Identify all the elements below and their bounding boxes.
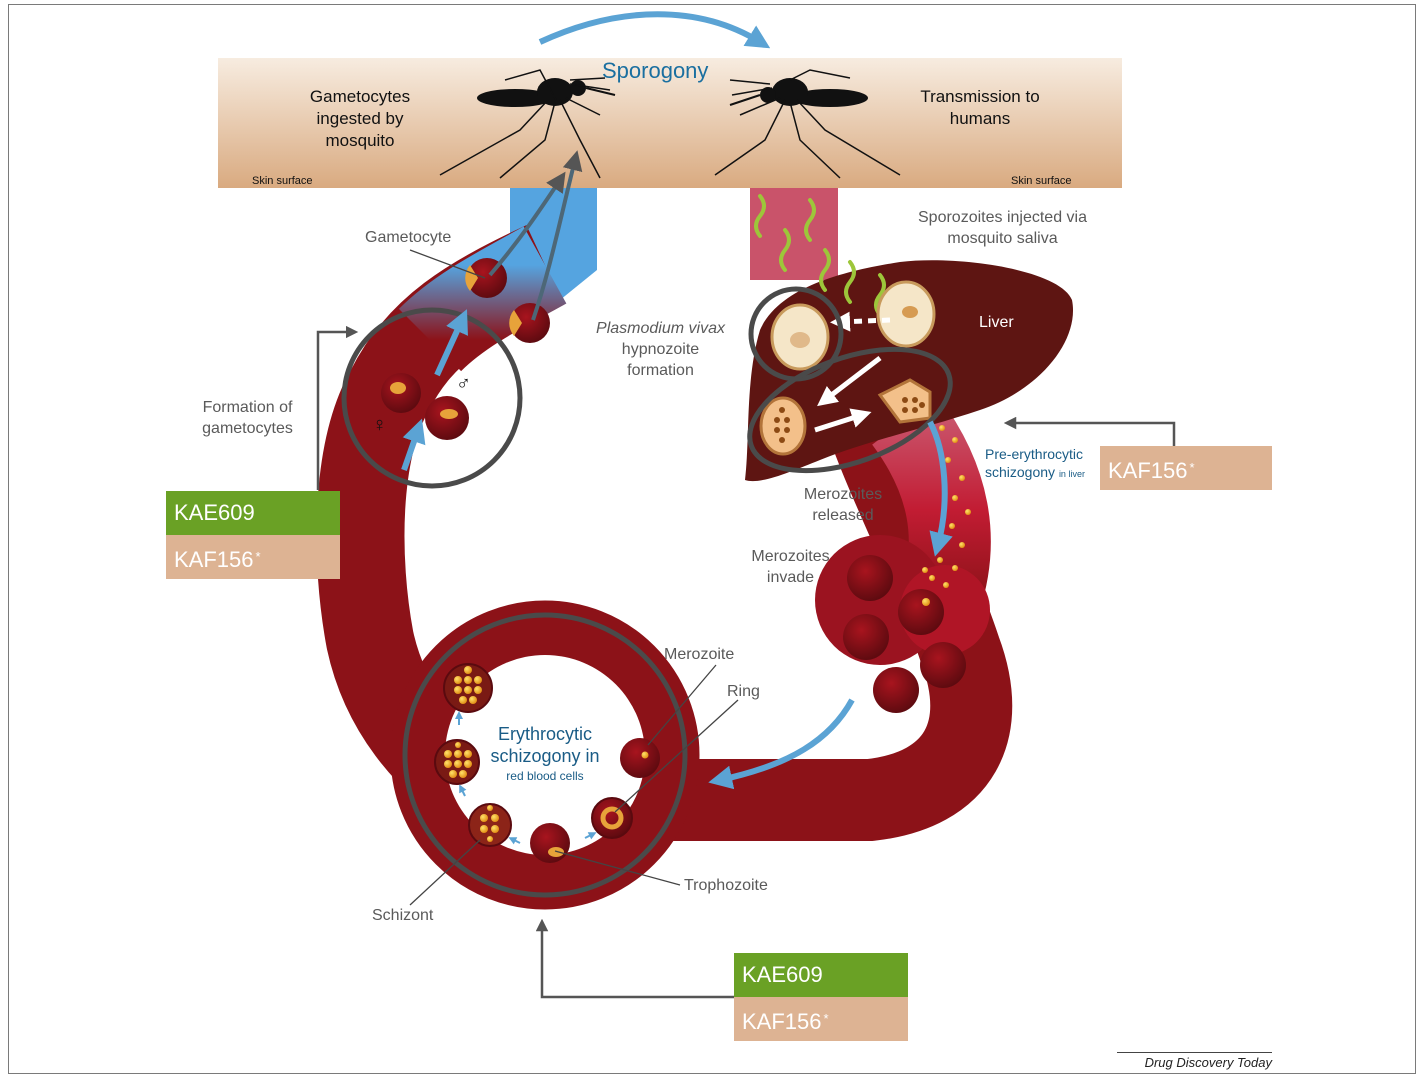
sporogony-label: Sporogony <box>602 58 708 84</box>
male-symbol: ♂ <box>456 374 471 395</box>
gametocyte-label: Gametocyte <box>365 227 451 248</box>
red-blood-cells-text: red blood cells <box>470 767 620 785</box>
asterisk: * <box>256 549 261 564</box>
hepatocyte-schizont-left <box>761 398 805 454</box>
merozoites-invade-line-2: invade <box>738 567 843 588</box>
bursting-schizont-cell <box>444 664 492 712</box>
transmission-line-1: Transmission to <box>905 86 1055 108</box>
transmission-label: Transmission to humans <box>905 86 1055 130</box>
trophozoite-cell <box>530 823 570 863</box>
ingested-label: Gametocytes ingested by mosquito <box>290 86 430 152</box>
female-gametocyte <box>381 373 421 413</box>
formation-label: Formation of gametocytes <box>185 397 310 439</box>
male-gametocyte <box>425 396 469 440</box>
drug-left-kaf156: KAF156* <box>166 535 340 579</box>
drug-left-kae609-text: KAE609 <box>174 500 255 525</box>
liver-label: Liver <box>979 312 1014 333</box>
merozoite-label: Merozoite <box>664 644 734 665</box>
erythrocytic-line-2: schizogony in <box>470 745 620 767</box>
sporozoites-label: Sporozoites injected via mosquito saliva <box>895 207 1110 249</box>
hypnozoite-line-2: formation <box>588 360 733 381</box>
transmission-line-2: humans <box>905 108 1055 130</box>
asterisk: * <box>824 1011 829 1026</box>
ingested-line-3: mosquito <box>290 130 430 152</box>
pre-erythrocytic-label: Pre-erythrocytic schizogony in liver <box>985 445 1085 483</box>
skin-surface-left: Skin surface <box>252 171 313 192</box>
ingested-line-2: ingested by <box>290 108 430 130</box>
merozoites-invade-label: Merozoites invade <box>738 546 843 588</box>
asterisk: * <box>1190 460 1195 475</box>
drug-right-kaf156-text: KAF156 <box>1108 458 1188 483</box>
ring-cell <box>592 798 632 838</box>
sporozoites-line-2: mosquito saliva <box>895 228 1110 249</box>
sporozoites-line-1: Sporozoites injected via <box>895 207 1110 228</box>
ingested-line-1: Gametocytes <box>290 86 430 108</box>
journal-footer: Drug Discovery Today <box>1117 1052 1272 1070</box>
schizont-label: Schizont <box>372 905 433 926</box>
merozoite-cell <box>620 738 660 778</box>
formation-line-2: gametocytes <box>185 418 310 439</box>
hypnozoite-line-1: hypnozoite <box>588 339 733 360</box>
schizont-cell <box>469 804 511 846</box>
drug-bottom-kae609: KAE609 <box>734 953 908 997</box>
hepatocyte-sporozoite <box>878 282 934 346</box>
erythrocytic-label: Erythrocytic schizogony in red blood cel… <box>470 723 620 785</box>
merozoites-released-label: Merozoites released <box>788 484 898 526</box>
hypnozoite-label: Plasmodium vivax hypnozoite formation <box>588 318 733 381</box>
drug-left-kaf156-text: KAF156 <box>174 547 254 572</box>
merozoites-released-line-2: released <box>788 505 898 526</box>
skin-surface-right: Skin surface <box>1011 171 1072 192</box>
drug-right-kaf156: KAF156* <box>1100 446 1272 490</box>
hepatocyte-hypnozoite <box>772 305 828 369</box>
drug-bottom-kae609-text: KAE609 <box>742 962 823 987</box>
formation-line-1: Formation of <box>185 397 310 418</box>
drug-bottom-kaf156: KAF156* <box>734 997 908 1041</box>
pre-ery-small: in liver <box>1059 469 1085 479</box>
female-symbol: ♀ <box>372 415 387 436</box>
pre-ery-line-2: schizogony <box>985 464 1055 480</box>
trophozoite-label: Trophozoite <box>684 875 768 896</box>
plasmodium-vivax-text: Plasmodium vivax <box>588 318 733 339</box>
drug-bottom-kaf156-text: KAF156 <box>742 1009 822 1034</box>
erythrocytic-line-1: Erythrocytic <box>470 723 620 745</box>
merozoites-invade-line-1: Merozoites <box>738 546 843 567</box>
ring-label: Ring <box>727 681 760 702</box>
drug-left-kae609: KAE609 <box>166 491 340 535</box>
merozoites-released-line-1: Merozoites <box>788 484 898 505</box>
pre-ery-line-1: Pre-erythrocytic <box>985 445 1085 463</box>
